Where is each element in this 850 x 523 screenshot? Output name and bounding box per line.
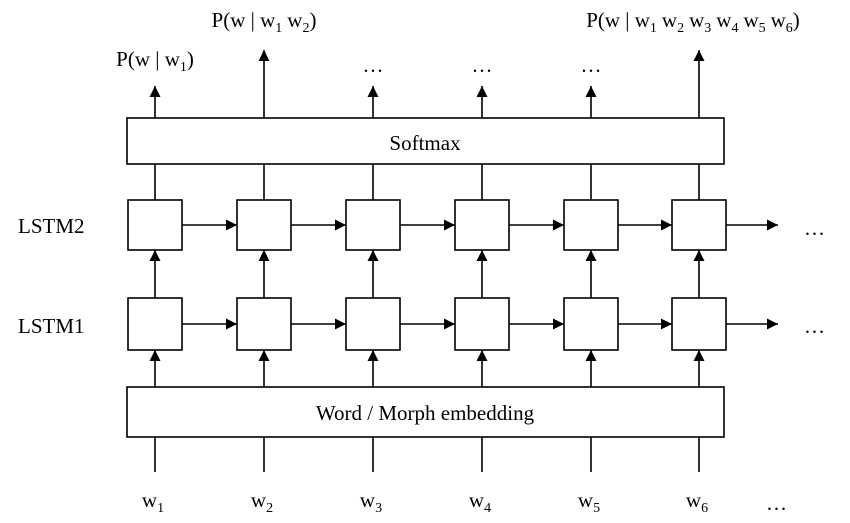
term-subscript: 6 [786,21,793,36]
term-subscript: 2 [302,21,309,36]
output-ellipsis-5: … [581,53,602,77]
lstm1-continuation-ellipsis: … [804,314,825,338]
output-probability-1: P(w | w1​) [116,47,194,75]
term-subscript: 3 [375,501,382,516]
lstm2-cell-1 [127,199,183,251]
lstm2-cell-4 [454,199,510,251]
term-base: w [771,8,787,32]
input-token-4: w4​ [469,488,491,516]
lstm1-cell-4 [454,297,510,351]
embedding-layer [126,386,725,438]
input-token-6: w6​ [686,488,708,516]
input-token-5: w5​ [578,488,600,516]
term-base: w [743,8,759,32]
lstm1-cell-1 [127,297,183,351]
input-continuation-ellipsis: … [766,491,787,515]
lstm1-cell-2 [236,297,292,351]
term-subscript: 1 [157,501,164,516]
embedding-label: Word / Morph embedding [316,401,535,425]
term-base: w [251,488,267,512]
input-token-2: w2​ [251,488,273,516]
lstm2-continuation-ellipsis: … [804,216,825,240]
lstm1-cell-6 [671,297,727,351]
input-token-1: w1​ [142,488,164,516]
term-subscript: 3 [704,21,711,36]
term-subscript: 4 [484,501,491,516]
lstm2-cell-6 [671,199,727,251]
lstm2-cell-2 [236,199,292,251]
lstm1-layer-label: LSTM1 [18,314,85,338]
term-base: w [686,488,702,512]
term-base: w [469,488,485,512]
term-subscript: 5 [593,501,600,516]
output-probability-2: P(w | w1​w2​) [212,8,317,36]
term-base: w [142,488,158,512]
term-subscript: 5 [759,21,766,36]
lstm2-cell-5 [563,199,619,251]
term-subscript: 6 [701,501,708,516]
term-base: w [662,8,678,32]
lstm2-cell-3 [345,199,401,251]
term-subscript: 1 [180,60,187,75]
term-base: w [260,8,276,32]
output-ellipsis-3: … [363,53,384,77]
lstm1-cell-5 [563,297,619,351]
term-subscript: 1 [650,21,657,36]
output-ellipsis-4: … [472,53,493,77]
time-step-columns [127,50,778,472]
term-base: w [287,8,303,32]
term-subscript: 1 [275,21,282,36]
term-base: w [165,47,181,71]
output-probability-6: P(w | w1​w2​w3​w4​w5​w6​) [586,8,800,36]
softmax-layer [126,117,725,165]
input-token-3: w3​ [360,488,382,516]
lstm1-cell-3 [345,297,401,351]
term-subscript: 4 [731,21,738,36]
term-base: w [578,488,594,512]
lstm2-layer-label: LSTM2 [18,214,85,238]
term-base: w [635,8,651,32]
softmax-label: Softmax [389,131,461,155]
term-base: w [360,488,376,512]
term-subscript: 2 [266,501,273,516]
term-base: w [689,8,705,32]
token-labels: w1​ w2​ w3​ w4​ w5​ w6​ P(w | w1​) P(w | w1​w2​… [116,8,800,516]
term-base: w [716,8,732,32]
term-subscript: 2 [677,21,684,36]
